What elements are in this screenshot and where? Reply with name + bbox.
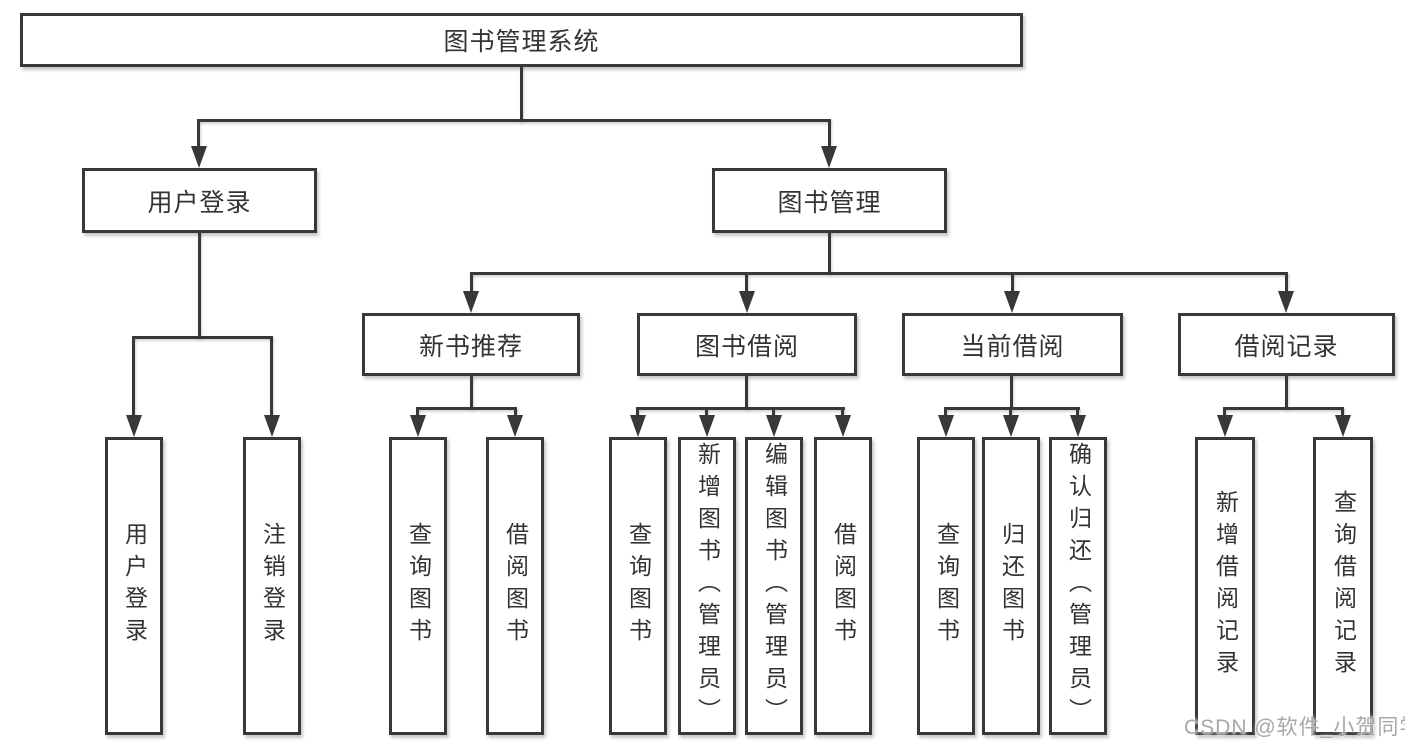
leaf-records-add-record: 新增借阅记录 — [1195, 437, 1255, 735]
connector-line — [520, 64, 523, 121]
arrowhead — [463, 291, 479, 313]
leaf-borrow-edit-books-label: 编辑图书（管理员） — [761, 442, 788, 730]
node-borrow-records: 借阅记录 — [1178, 313, 1395, 376]
connector-line — [470, 272, 473, 293]
connector-line — [1076, 407, 1079, 417]
arrowhead — [739, 291, 755, 313]
leaf-records-query-record-label: 查询借阅记录 — [1330, 490, 1357, 682]
node-root-label: 图书管理系统 — [443, 28, 600, 56]
leaf-records-add-record-label: 新增借阅记录 — [1212, 490, 1239, 682]
arrowhead — [126, 415, 142, 437]
node-root: 图书管理系统 — [20, 13, 1023, 67]
arrowhead — [1003, 415, 1019, 437]
connector-line — [198, 231, 201, 338]
arrowhead — [630, 415, 646, 437]
arrowhead — [1070, 415, 1086, 437]
node-book-management-label: 图书管理 — [777, 188, 882, 217]
connector-line — [1223, 407, 1344, 410]
connector-line — [470, 374, 473, 409]
node-new-book-recommend: 新书推荐 — [362, 313, 580, 376]
node-book-borrow: 图书借阅 — [637, 313, 857, 376]
connector-line — [416, 407, 419, 417]
arrowhead — [264, 415, 280, 437]
leaf-current-confirm-return: 确认归还（管理员） — [1049, 437, 1107, 735]
node-borrow-records-label: 借阅记录 — [1234, 332, 1339, 361]
leaf-borrow-query-books: 查询图书 — [609, 437, 667, 735]
leaf-logout-label: 注销登录 — [259, 522, 286, 650]
arrowhead — [766, 415, 782, 437]
connector-line — [944, 407, 1080, 410]
node-book-borrow-label: 图书借阅 — [694, 332, 799, 361]
connector-line — [636, 407, 639, 417]
arrowhead — [1278, 291, 1294, 313]
connector-line — [514, 407, 517, 417]
leaf-user-login: 用户登录 — [105, 437, 163, 735]
connector-line — [841, 407, 844, 417]
arrowhead — [821, 146, 837, 168]
leaf-user-login-label: 用户登录 — [121, 522, 148, 650]
connector-line — [1009, 407, 1012, 417]
leaf-current-return-books: 归还图书 — [982, 437, 1040, 735]
leaf-borrow-query-books-label: 查询图书 — [625, 522, 652, 650]
leaf-recommend-borrow-books-label: 借阅图书 — [502, 522, 529, 650]
leaf-recommend-query-books: 查询图书 — [389, 437, 447, 735]
connector-line — [132, 336, 135, 416]
csdn-watermark: CSDN @软件_小贺同学 — [1184, 716, 1405, 739]
leaf-borrow-borrow-books-label: 借阅图书 — [830, 522, 857, 650]
connector-line — [828, 231, 831, 274]
connector-line — [270, 336, 273, 416]
leaf-current-confirm-return-label: 确认归还（管理员） — [1065, 442, 1092, 730]
connector-line — [1285, 374, 1288, 409]
arrowhead — [191, 146, 207, 168]
connector-line — [745, 374, 748, 409]
leaf-current-query-books-label: 查询图书 — [933, 522, 960, 650]
arrowhead — [1004, 291, 1020, 313]
connector-line — [745, 272, 748, 293]
connector-line — [1341, 407, 1344, 417]
leaf-logout: 注销登录 — [243, 437, 301, 735]
node-current-borrow: 当前借阅 — [902, 313, 1123, 376]
connector-line — [470, 272, 1288, 275]
connector-line — [1010, 374, 1013, 409]
arrowhead — [410, 415, 426, 437]
connector-line — [1223, 407, 1226, 417]
leaf-recommend-borrow-books: 借阅图书 — [486, 437, 544, 735]
arrowhead — [835, 415, 851, 437]
connector-line — [198, 119, 831, 122]
leaf-recommend-query-books-label: 查询图书 — [405, 522, 432, 650]
connector-line — [1285, 272, 1288, 293]
arrowhead — [1217, 415, 1233, 437]
connector-line — [705, 407, 708, 417]
arrowhead — [938, 415, 954, 437]
node-book-management: 图书管理 — [712, 168, 947, 233]
arrowhead — [1335, 415, 1351, 437]
arrowhead — [507, 415, 523, 437]
connector-line — [772, 407, 775, 417]
leaf-borrow-add-books-label: 新增图书（管理员） — [694, 442, 721, 730]
leaf-borrow-borrow-books: 借阅图书 — [814, 437, 872, 735]
leaf-borrow-edit-books: 编辑图书（管理员） — [745, 437, 803, 735]
leaf-current-query-books: 查询图书 — [917, 437, 975, 735]
connector-line — [416, 407, 517, 410]
node-current-borrow-label: 当前借阅 — [960, 332, 1065, 361]
leaf-current-return-books-label: 归还图书 — [998, 522, 1025, 650]
connector-line — [1011, 272, 1014, 293]
connector-line — [132, 336, 273, 339]
connector-line — [636, 407, 845, 410]
arrowhead — [699, 415, 715, 437]
node-user-login-label: 用户登录 — [147, 188, 252, 217]
node-new-book-recommend-label: 新书推荐 — [418, 332, 523, 361]
connector-line — [197, 119, 200, 147]
node-user-login: 用户登录 — [82, 168, 317, 233]
connector-line — [828, 119, 831, 147]
leaf-borrow-add-books: 新增图书（管理员） — [678, 437, 736, 735]
leaf-records-query-record: 查询借阅记录 — [1313, 437, 1373, 735]
connector-line — [944, 407, 947, 417]
